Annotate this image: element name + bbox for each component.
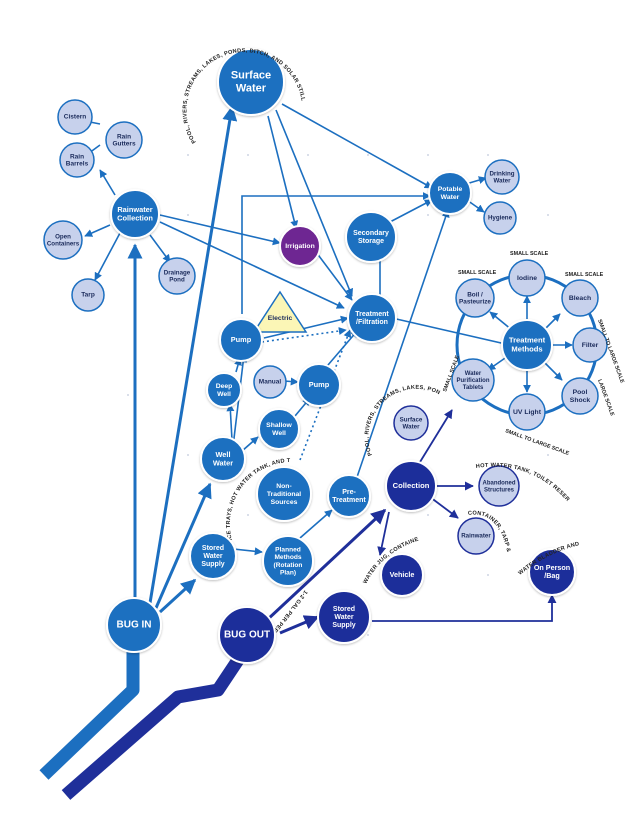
svg-text:On Person/Bag: On Person/Bag: [534, 563, 570, 580]
boil-pasteurize-node: Boil /Pasteurize: [455, 278, 495, 318]
pump-lower-node: Pump: [297, 363, 341, 407]
filter-node: Filter: [572, 327, 608, 363]
svg-text:Rainwater: Rainwater: [461, 533, 491, 540]
irrigation-node: Irrigation: [279, 225, 321, 267]
svg-text:Vehicle: Vehicle: [390, 570, 415, 579]
vehicle-node: Vehicle: [380, 553, 424, 597]
iodine-node: Iodine: [508, 259, 546, 297]
svg-text:Pre-Treatment: Pre-Treatment: [332, 489, 366, 504]
tarp-node: Tarp: [71, 278, 105, 312]
svg-text:Electric: Electric: [268, 315, 293, 322]
on-person-bag-node: On Person/Bag: [528, 548, 576, 596]
water-pipe-light: [39, 652, 140, 780]
bleach-node: Bleach: [561, 279, 599, 317]
svg-text:Pump: Pump: [231, 335, 252, 344]
svg-text:Tarp: Tarp: [81, 292, 95, 299]
svg-text:Treatment/Filtration: Treatment/Filtration: [355, 311, 389, 326]
scale-annotation-pool: LARGE SCALE: [596, 379, 615, 418]
svg-text:Hygiene: Hygiene: [488, 215, 513, 222]
collection-node: Collection: [385, 460, 437, 512]
svg-text:Bleach: Bleach: [569, 295, 591, 302]
connectors: [39, 103, 599, 800]
svg-text:Boil /Pasteurize: Boil /Pasteurize: [459, 291, 491, 305]
svg-text:BUG IN: BUG IN: [117, 620, 152, 631]
electric-warning-node: Electric: [252, 290, 308, 333]
cistern-node: Cistern: [57, 99, 93, 135]
scale-annotation-iodine: SMALL SCALE: [510, 251, 549, 257]
rainwater-node: Rainwater: [457, 517, 495, 555]
svg-text:Collection: Collection: [393, 481, 430, 490]
pre-treatment-node: Pre-Treatment: [327, 474, 371, 518]
bug-in-node: BUG IN: [106, 597, 162, 653]
uv-light-node: UV Light: [508, 393, 546, 431]
svg-text:Pump: Pump: [309, 380, 330, 389]
svg-text:Manual: Manual: [259, 379, 282, 386]
scale-annotation-bleach: SMALL SCALE: [565, 272, 604, 278]
bug-out-node: BUG OUT: [218, 606, 276, 664]
svg-text:Iodine: Iodine: [517, 275, 537, 282]
svg-text:Filter: Filter: [582, 342, 599, 349]
pump-upper-node: Pump: [219, 318, 263, 362]
treatment-filtration-node: Treatment/Filtration: [347, 293, 397, 343]
water-pipe-dark: [61, 656, 244, 800]
svg-text:UV Light: UV Light: [513, 409, 542, 416]
svg-text:Cistern: Cistern: [64, 114, 86, 121]
svg-text:Irrigation: Irrigation: [285, 243, 314, 250]
manual-node: Manual: [253, 365, 287, 399]
svg-text:BUG OUT: BUG OUT: [224, 630, 270, 641]
scale-annotation-uv: SMALL TO LARGE SCALE: [504, 428, 570, 457]
scale-annotation-boil: SMALL SCALE: [458, 270, 497, 276]
hygiene-node: Hygiene: [483, 201, 517, 235]
